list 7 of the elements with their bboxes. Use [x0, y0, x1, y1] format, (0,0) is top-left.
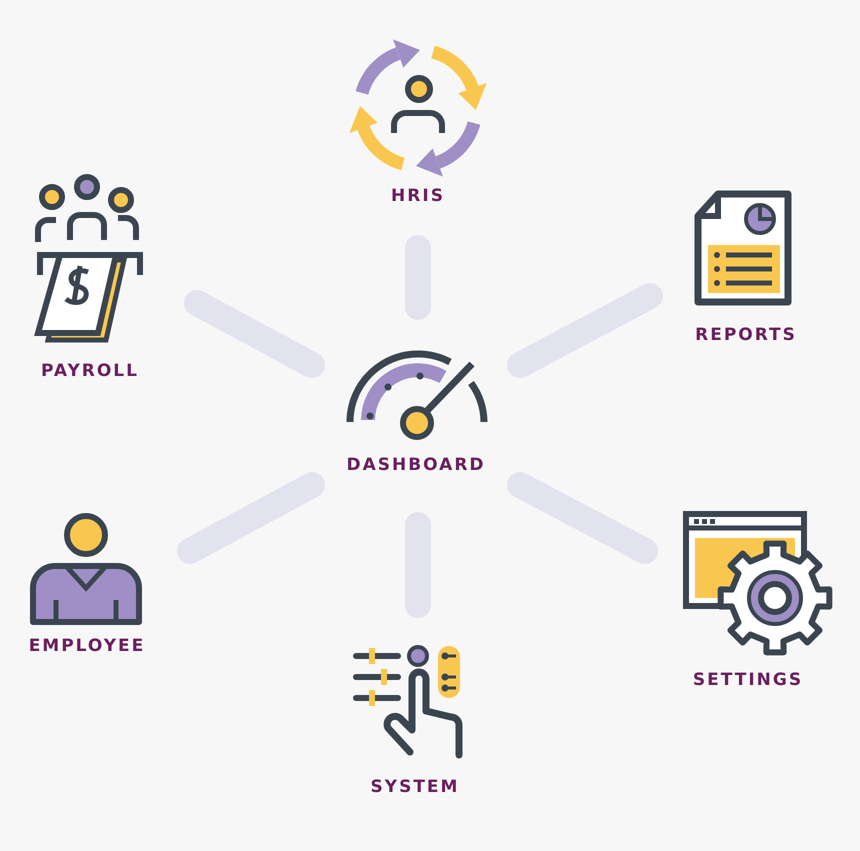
node-label: SYSTEM [370, 777, 460, 797]
node-label: DASHBOARD [346, 455, 486, 475]
node-label: EMPLOYEE [28, 636, 146, 656]
node-label: HRIS [391, 186, 445, 206]
node-label: PAYROLL [41, 361, 139, 381]
node-label: REPORTS [695, 325, 797, 345]
node-label: SETTINGS [692, 670, 804, 690]
